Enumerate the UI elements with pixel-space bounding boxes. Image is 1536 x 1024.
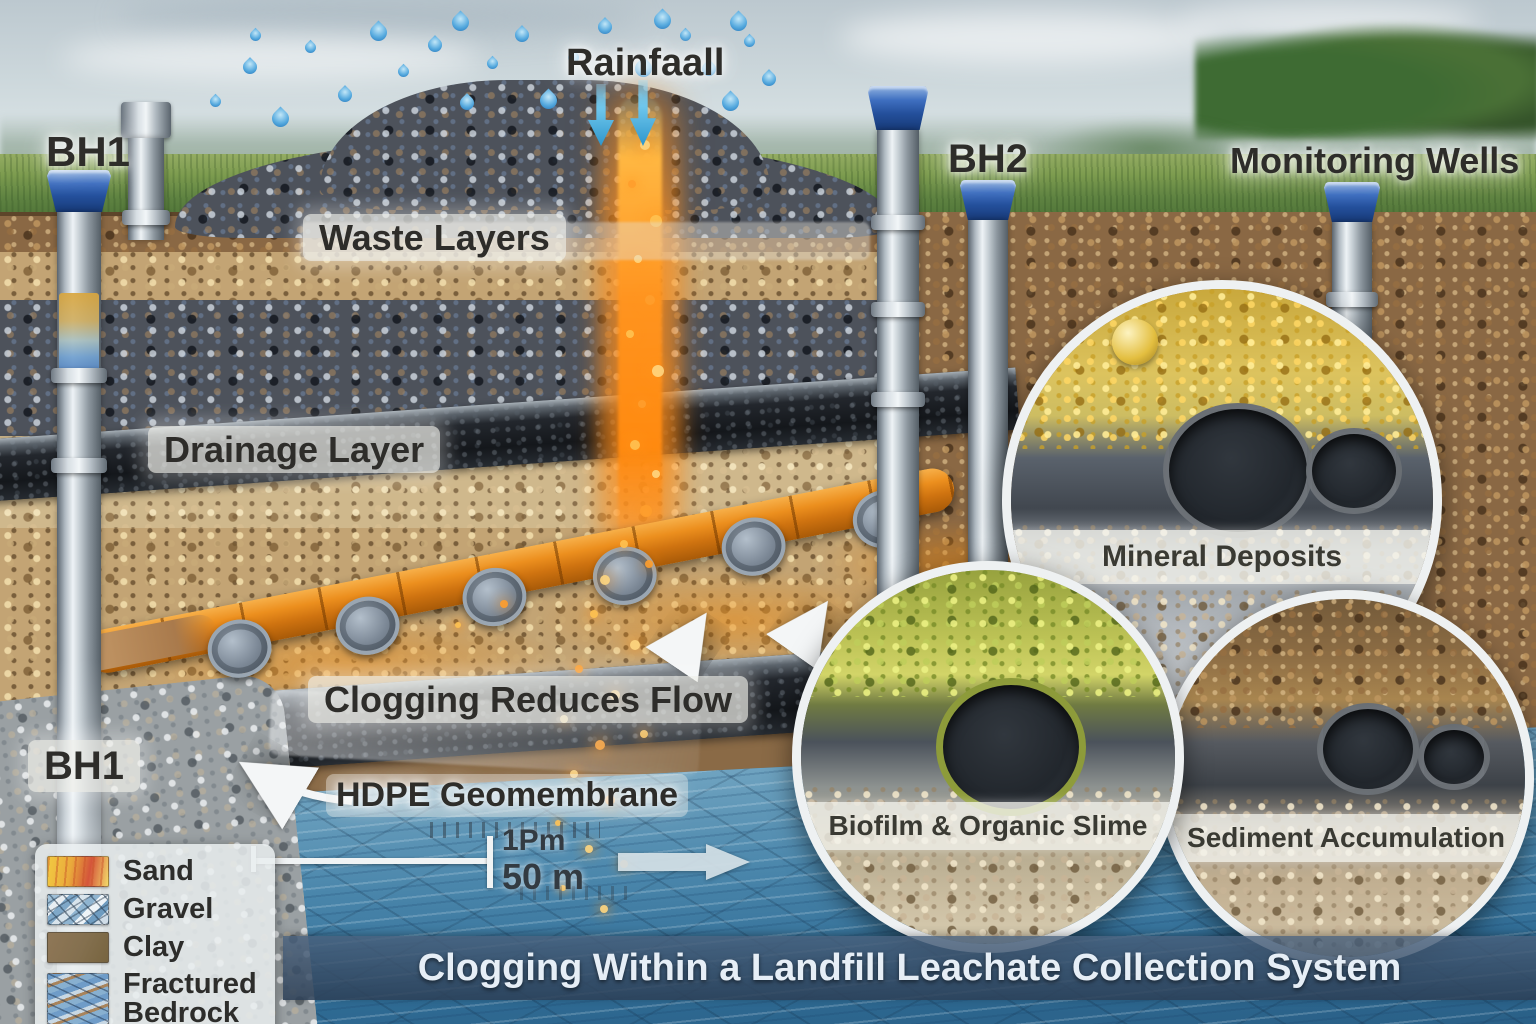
monitoring-wells-label: Monitoring Wells: [1230, 140, 1520, 181]
well-cap-icon: [868, 86, 928, 130]
leachate-stream: [618, 95, 662, 547]
well-cap-icon: [47, 170, 111, 212]
gravel-swatch: [47, 894, 109, 925]
biofilm-texture: [801, 570, 1175, 698]
hdpe-label: HDPE Geomembrane: [326, 774, 688, 818]
fractured-bedrock-swatch: [47, 973, 109, 1024]
legend-label-gravel: Gravel: [123, 893, 214, 925]
cloud: [60, 36, 480, 80]
title-bar: Clogging Within a Landfill Leachate Coll…: [283, 936, 1536, 1000]
pipe-perforation-hole: [1317, 702, 1420, 795]
pipe-perforation-hole: [935, 678, 1086, 817]
bh1-top-label: BH1: [46, 128, 131, 175]
drainage-layer-label: Drainage Layer: [148, 426, 441, 474]
legend-row-clay: Clay: [47, 932, 263, 963]
well-cap-icon: [121, 102, 171, 138]
legend: Sand Gravel Clay Fractured Bedrock: [35, 844, 275, 1024]
inset-biofilm: Biofilm & Organic Slime: [792, 561, 1184, 953]
inset-label: Biofilm & Organic Slime: [801, 801, 1175, 850]
scale-label-bottom: 50 m: [502, 856, 585, 897]
scale-bar-tick-right: [487, 836, 493, 888]
inset-label: Sediment Accumulation: [1167, 813, 1525, 862]
well-cap-icon: [960, 180, 1016, 220]
legend-label-sand: Sand: [123, 855, 194, 887]
sand-swatch: [47, 856, 109, 887]
legend-label-clay: Clay: [123, 931, 185, 963]
mineral-nodule: [1112, 318, 1159, 365]
tick-marks: [520, 886, 630, 900]
waste-mound-peak: [320, 80, 770, 210]
pipe-perforation-hole: [1306, 428, 1403, 515]
cloud: [120, 0, 640, 36]
cloud: [840, 12, 1220, 64]
scale-bar-line: [253, 858, 491, 864]
inset-sediment-accumulation: Sediment Accumulation: [1158, 590, 1534, 966]
pipe-perforation-hole: [1417, 724, 1490, 791]
legend-row-sand: Sand: [47, 856, 263, 887]
well-collar: [871, 302, 925, 317]
pipe-perforation-hole: [1162, 402, 1313, 538]
monitoring-well-bh2-tall: [866, 86, 930, 630]
well-cap-icon: [1324, 182, 1380, 222]
borehole-pipe-left: [118, 102, 174, 240]
waste-layers-label: Waste Layers: [303, 214, 566, 262]
bh2-label: BH2: [948, 137, 1029, 181]
bh1-bottom-label: BH1: [28, 740, 141, 792]
well-collar: [122, 210, 170, 225]
legend-row-gravel: Gravel: [47, 894, 263, 925]
well-pipe: [122, 138, 170, 240]
legend-row-fractured-bedrock: Fractured Bedrock: [47, 970, 263, 1024]
well-pipe: [871, 130, 925, 630]
well-collar: [871, 215, 925, 230]
cover-gravel-layer: [0, 252, 920, 308]
tick-marks: [430, 822, 600, 838]
scale-label-top: 1Pm: [502, 824, 566, 857]
clay-swatch: [47, 932, 109, 963]
legend-label-fractured-bedrock: Fractured Bedrock: [123, 968, 257, 1024]
title-text: Clogging Within a Landfill Leachate Coll…: [417, 947, 1402, 989]
well-collar: [871, 392, 925, 407]
rainfall-label: Rainfaall: [566, 42, 725, 84]
clogging-label: Clogging Reduces Flow: [308, 676, 749, 724]
